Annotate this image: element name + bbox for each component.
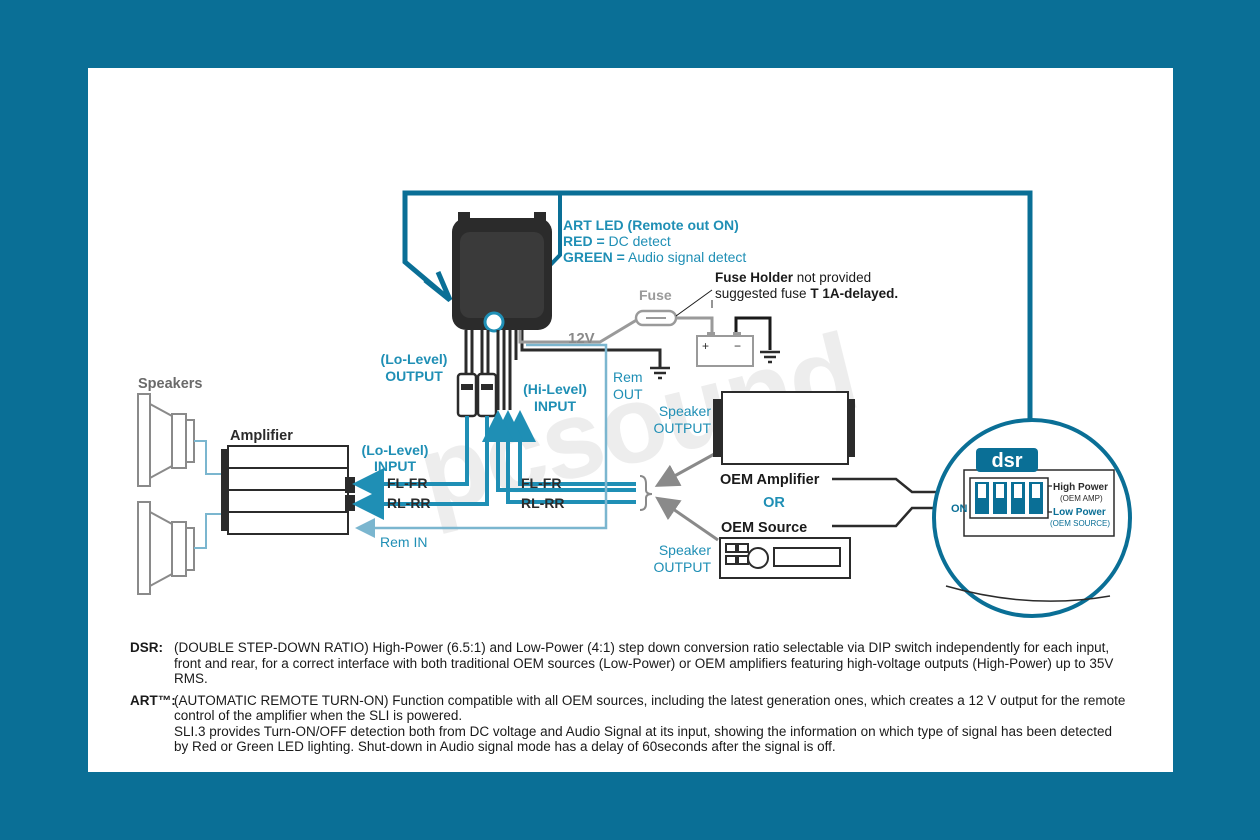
note-dsr-body: (DOUBLE STEP-DOWN RATIO) High-Power (6.5… [174, 640, 1114, 686]
note-art-body-2: SLI.3 provides Turn-ON/OFF detection bot… [174, 723, 1113, 755]
harness-wires [464, 330, 662, 410]
center-rl-rr: RL-RR [521, 495, 565, 511]
rem-out-line1: Rem [613, 369, 643, 385]
amplifier-icon [221, 445, 355, 535]
green-label: GREEN = [563, 249, 625, 265]
lo-level-output-line1: (Lo-Level) [381, 351, 448, 367]
svg-text:GREEN = Audio signal detect: GREEN = Audio signal detect [563, 249, 746, 265]
rem-in-label: Rem IN [380, 534, 427, 550]
note-dsr-key: DSR: [130, 640, 163, 655]
battery-minus: − [734, 339, 741, 353]
dip-on-label: ON [951, 503, 968, 515]
speaker-output-bottom-line1: Speaker [659, 542, 711, 558]
dsr-inset [932, 418, 1132, 618]
speaker-output-top-line2: OUTPUT [653, 420, 711, 436]
input-brace [639, 475, 653, 511]
oem-amplifier-label: OEM Amplifier [720, 472, 820, 488]
battery-plus: + [702, 339, 709, 353]
oem-source-label: OEM Source [721, 520, 807, 536]
red-text: DC detect [609, 233, 671, 249]
art-led-title: ART LED (Remote out ON) [563, 217, 739, 233]
dip-switches [975, 482, 1043, 514]
note-art-key: ART™: [130, 692, 176, 708]
or-label: OR [763, 495, 785, 511]
low-power-label: Low Power [1053, 507, 1106, 518]
hi-level-input-line2: INPUT [534, 398, 576, 414]
speaker-bottom-icon [137, 501, 195, 595]
amplifier-label: Amplifier [230, 428, 293, 444]
ground-symbol-icon [650, 366, 670, 380]
high-power-label: High Power [1053, 482, 1108, 493]
svg-text:suggested fuse T 1A-delayed.: suggested fuse T 1A-delayed. [715, 286, 898, 301]
suggested-bold: T 1A-delayed. [810, 286, 898, 301]
svg-text:RED = DC detect: RED = DC detect [563, 233, 671, 249]
speaker-output-bottom-line2: OUTPUT [653, 559, 711, 575]
speaker-wires [194, 440, 228, 549]
fuse-icon [634, 309, 678, 327]
note-art: ART™: (AUTOMATIC REMOTE TURN-ON) Functio… [130, 693, 1130, 755]
lo-level-output-line2: OUTPUT [385, 368, 443, 384]
lo-level-signal-lines [352, 416, 489, 520]
fuse-callout-line [675, 289, 713, 317]
svg-text:Fuse Holder not provided: Fuse Holder not provided [715, 270, 871, 285]
hi-level-signal-lines [482, 410, 636, 504]
notes-section: DSR: (DOUBLE STEP-DOWN RATIO) High-Power… [130, 640, 1130, 761]
dip-bracket [1047, 485, 1052, 513]
suggested-text: suggested fuse [715, 286, 807, 301]
speaker-output-top-line1: Speaker [659, 403, 711, 419]
hi-level-input-line1: (Hi-Level) [523, 381, 587, 397]
note-art-body-1: (AUTOMATIC REMOTE TURN-ON) Function comp… [174, 692, 1126, 724]
high-power-sub: (OEM AMP) [1060, 494, 1103, 503]
red-label: RED = [563, 233, 605, 249]
fuse-holder-bold: Fuse Holder [715, 270, 794, 285]
left-rl-rr: RL-RR [387, 495, 431, 511]
speaker-top-icon [137, 393, 195, 487]
rem-out-line2: OUT [613, 386, 643, 402]
battery-ground-icon [760, 350, 780, 364]
source-arrows [654, 450, 719, 542]
center-fl-fr: FL-FR [521, 475, 561, 491]
left-fl-fr: FL-FR [387, 475, 427, 491]
sli-device [452, 212, 552, 333]
lo-level-input-line1: (Lo-Level) [362, 442, 429, 458]
rem-lines [355, 343, 608, 538]
art-led-icon [483, 311, 505, 333]
speakers-label: Speakers [138, 376, 203, 392]
battery-icon [696, 332, 754, 367]
green-text: Audio signal detect [628, 249, 746, 265]
fuse-label: Fuse [639, 287, 672, 303]
dsr-logo: dsr [991, 450, 1022, 472]
rca-plugs [456, 372, 498, 418]
voltage-label: 12V [568, 330, 595, 347]
diagram-panel [88, 68, 1173, 772]
lo-level-input-line2: INPUT [374, 458, 416, 474]
oem-amplifier-icon [713, 391, 855, 465]
oem-source-icon [719, 537, 851, 579]
low-power-sub: (OEM SOURCE) [1050, 519, 1110, 528]
fuse-holder-text: not provided [797, 270, 871, 285]
note-dsr: DSR: (DOUBLE STEP-DOWN RATIO) High-Power… [130, 640, 1130, 687]
power-wires [518, 300, 772, 350]
